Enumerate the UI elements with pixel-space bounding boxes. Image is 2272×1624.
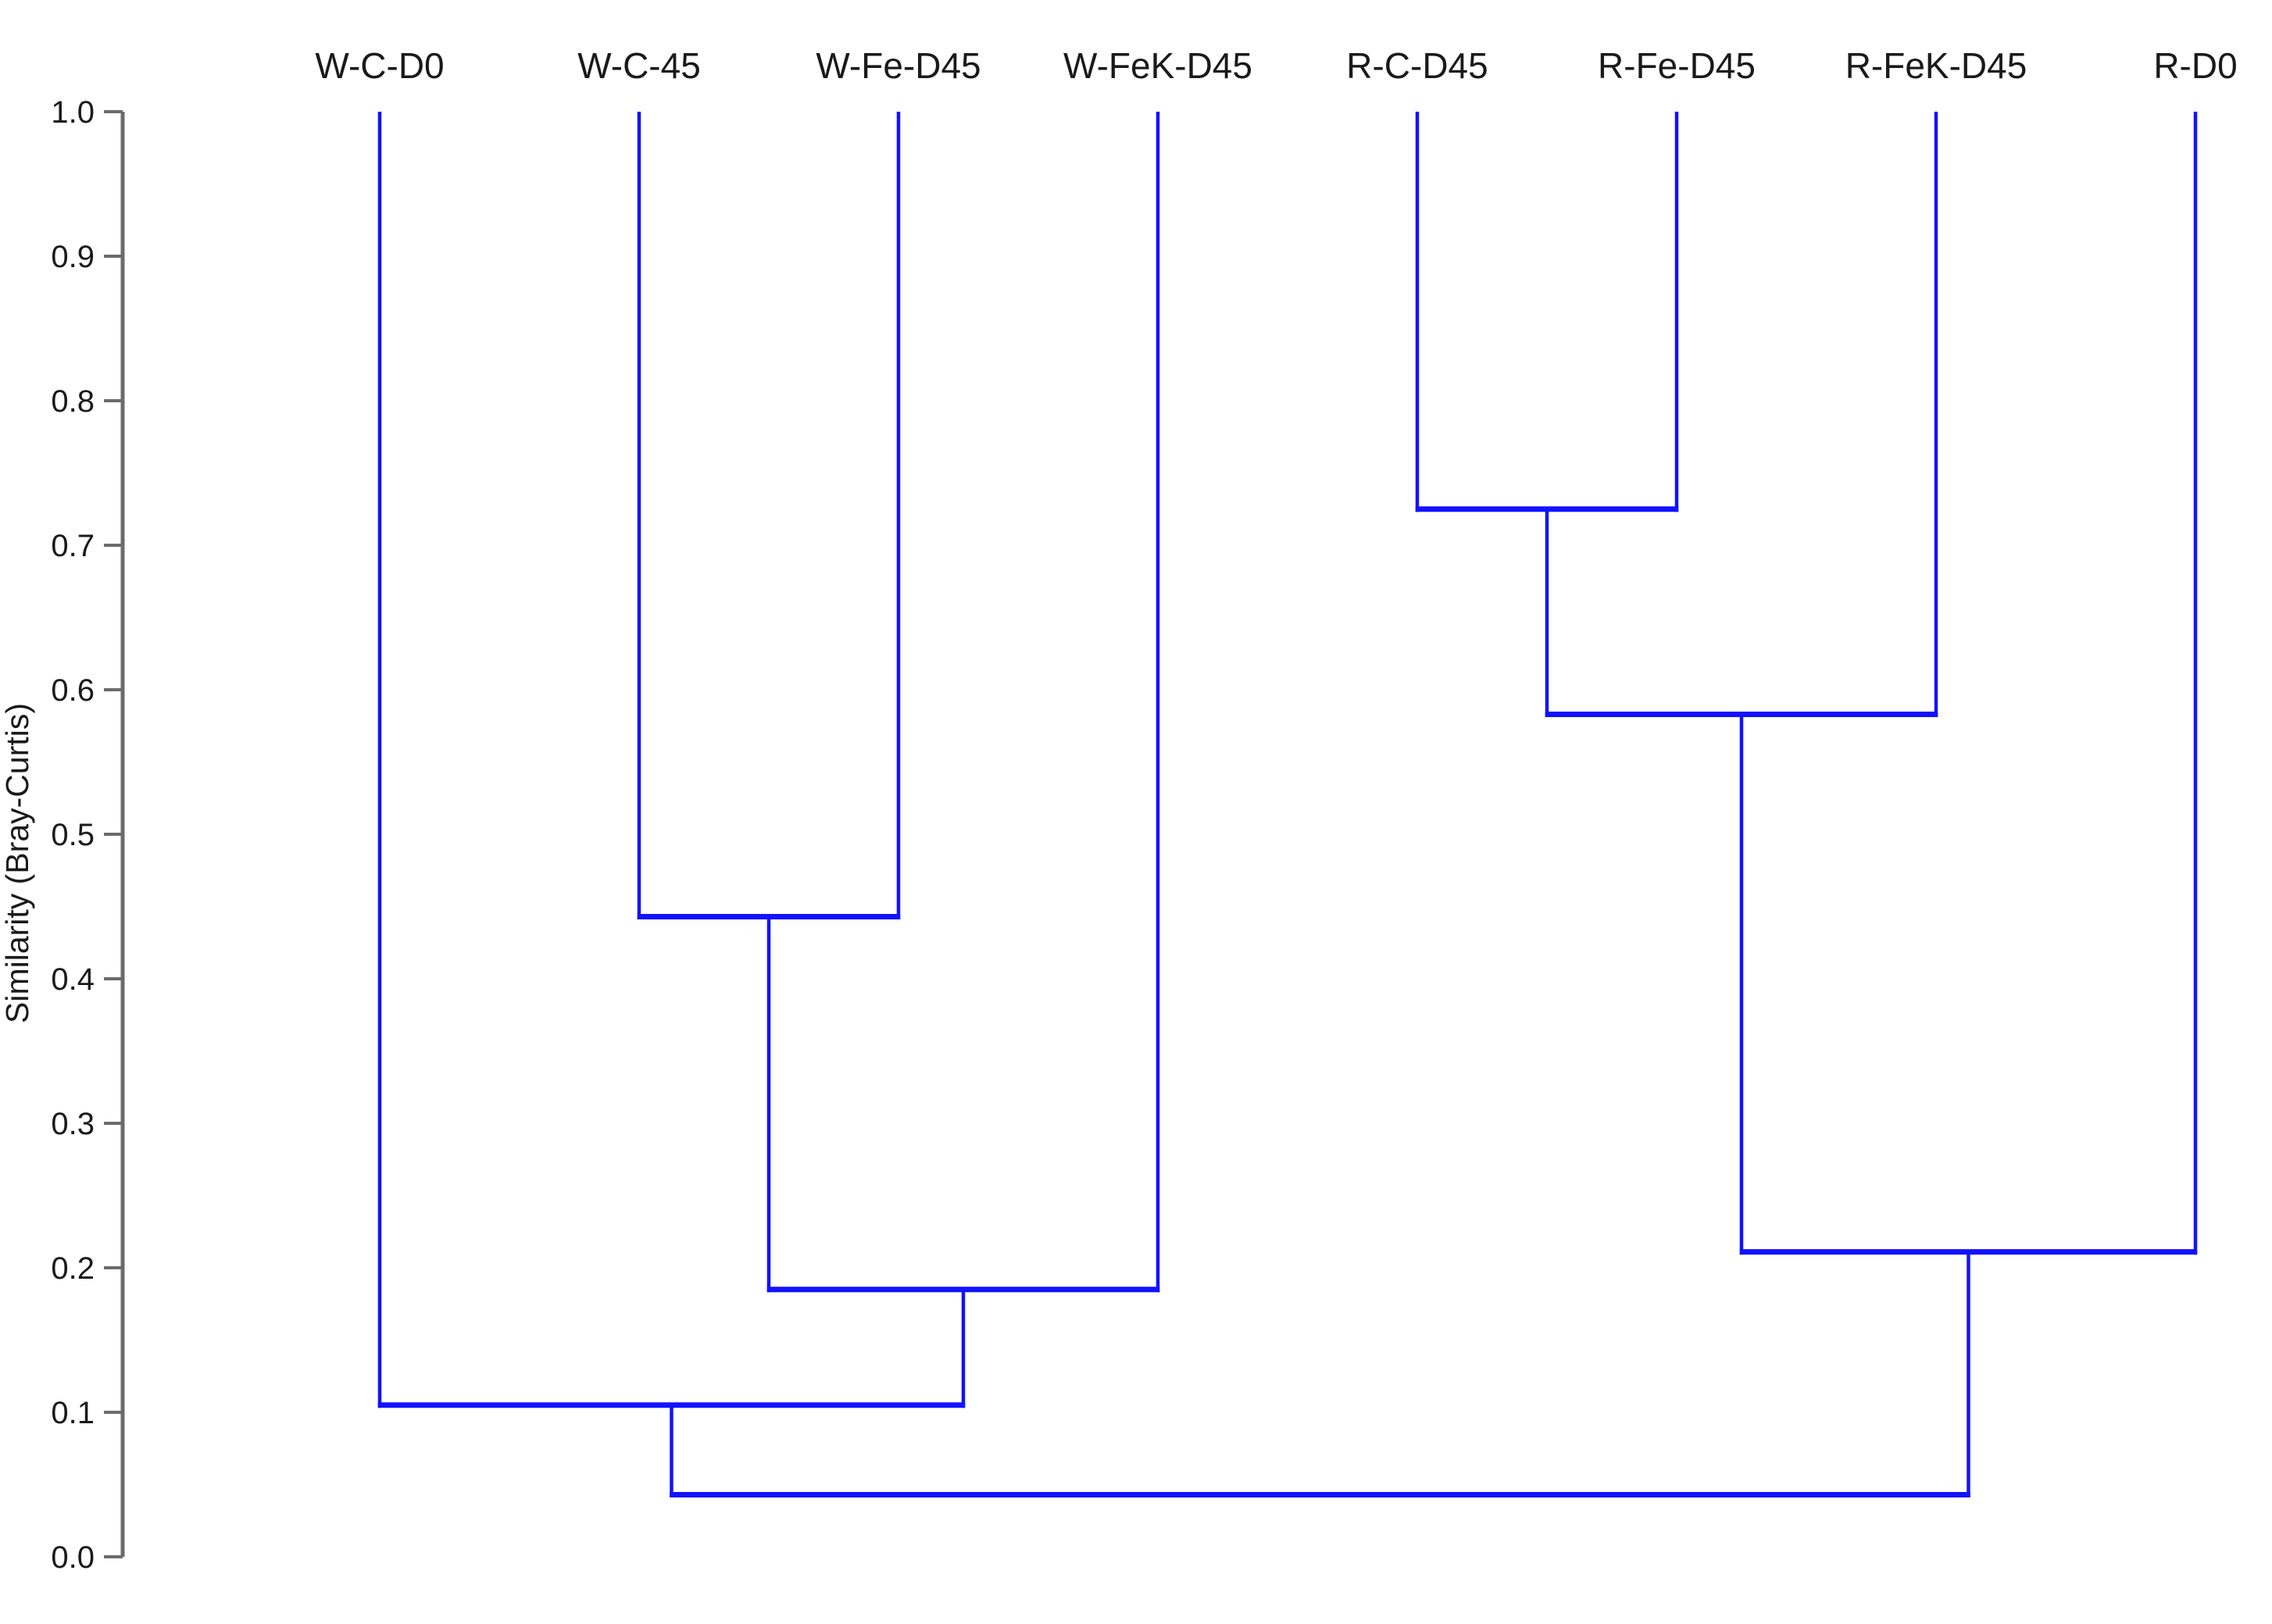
leaf-label: W-FeK-D45 (1063, 45, 1252, 86)
y-tick-label: 0.8 (51, 384, 95, 419)
y-tick-label: 0.3 (51, 1107, 95, 1141)
leaf-label: R-C-D45 (1346, 45, 1488, 86)
y-axis-title: Similarity (Bray-Curtis) (0, 703, 35, 1023)
y-tick-label: 0.7 (51, 529, 95, 563)
y-tick-label: 0.6 (51, 673, 95, 708)
y-tick-label: 0.2 (51, 1251, 95, 1286)
y-tick-label: 0.1 (51, 1396, 95, 1430)
y-tick-label: 0.4 (51, 962, 95, 997)
y-tick-label: 0.9 (51, 240, 95, 274)
y-tick-label: 0.5 (51, 818, 95, 852)
leaf-label: W-C-D0 (315, 45, 444, 86)
leaf-label: R-D0 (2153, 45, 2237, 86)
leaf-labels: W-C-D0 W-C-45 W-Fe-D45 W-FeK-D45 R-C-D45 R-Fe… (315, 45, 2237, 86)
y-tick-label: 0.0 (51, 1540, 95, 1575)
y-axis: 1.0 0.9 0.8 0.7 0.6 0.5 0.4 0.3 0.2 0.1 0.0 (51, 95, 125, 1575)
leaf-label: R-Fe-D45 (1598, 45, 1756, 86)
y-tick-label: 1.0 (51, 95, 95, 130)
leaf-label: W-C-45 (577, 45, 701, 86)
leaf-label: W-Fe-D45 (816, 45, 981, 86)
leaf-label: R-FeK-D45 (1845, 45, 2027, 86)
cluster-links (377, 112, 2198, 1497)
